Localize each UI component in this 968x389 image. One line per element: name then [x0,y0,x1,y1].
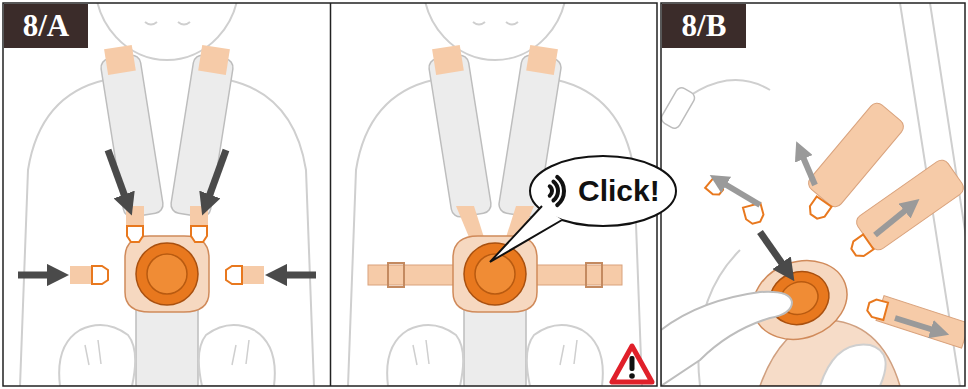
sound-wave [550,186,552,195]
warning-triangle [612,346,652,382]
press-arrow [760,232,788,272]
insert-arrow [276,272,316,279]
insert-arrow [108,150,128,205]
warning-mark [630,356,635,371]
parent-hand [661,292,792,386]
child-figure [20,3,314,386]
harness-strap [126,206,144,228]
insert-arrow [18,272,58,279]
stroller-part [661,86,697,131]
release-arrow [875,205,912,235]
child-foot [820,345,886,386]
panel-release [661,3,965,386]
bubble-tail-edge [490,206,562,262]
release-arrow [800,150,815,185]
step-label: 8/B [662,4,746,48]
buckle-tongue [806,196,831,221]
harness-strap [242,266,264,284]
release-arrow [895,318,940,332]
sound-wave [557,177,564,205]
panel-frame [3,3,657,386]
buckle-tongue [127,226,143,242]
stroller-frame [661,3,965,386]
panel-divider [330,3,332,386]
step-number: 8/B [682,8,727,44]
step-number: 8/A [23,8,70,44]
sound-label: Click! [528,174,660,208]
sound-wave [553,182,558,201]
release-arrow [718,180,760,205]
buckle-tongue [191,226,207,242]
harness-strap [876,296,965,349]
insert-arrow [206,150,226,205]
step-label: 8/A [4,4,88,48]
buckle [453,236,537,312]
buckle-tongue [848,234,873,259]
harness-strap [190,206,208,228]
harness-strap [70,266,92,284]
panel-frame [661,3,965,386]
warning-mark [629,373,635,379]
buckle-tongue [866,298,888,320]
buckle-tongue [92,266,108,284]
buckle [125,236,209,312]
buckle-tongue [226,266,242,284]
strap-adjuster [586,263,602,287]
panel-insert [18,3,316,386]
harness-strap [853,157,965,253]
bubble-tail [490,206,562,262]
strap-adjuster [388,263,404,287]
speech-bubble: Click! [528,154,678,228]
buckle-tongue [743,203,765,225]
